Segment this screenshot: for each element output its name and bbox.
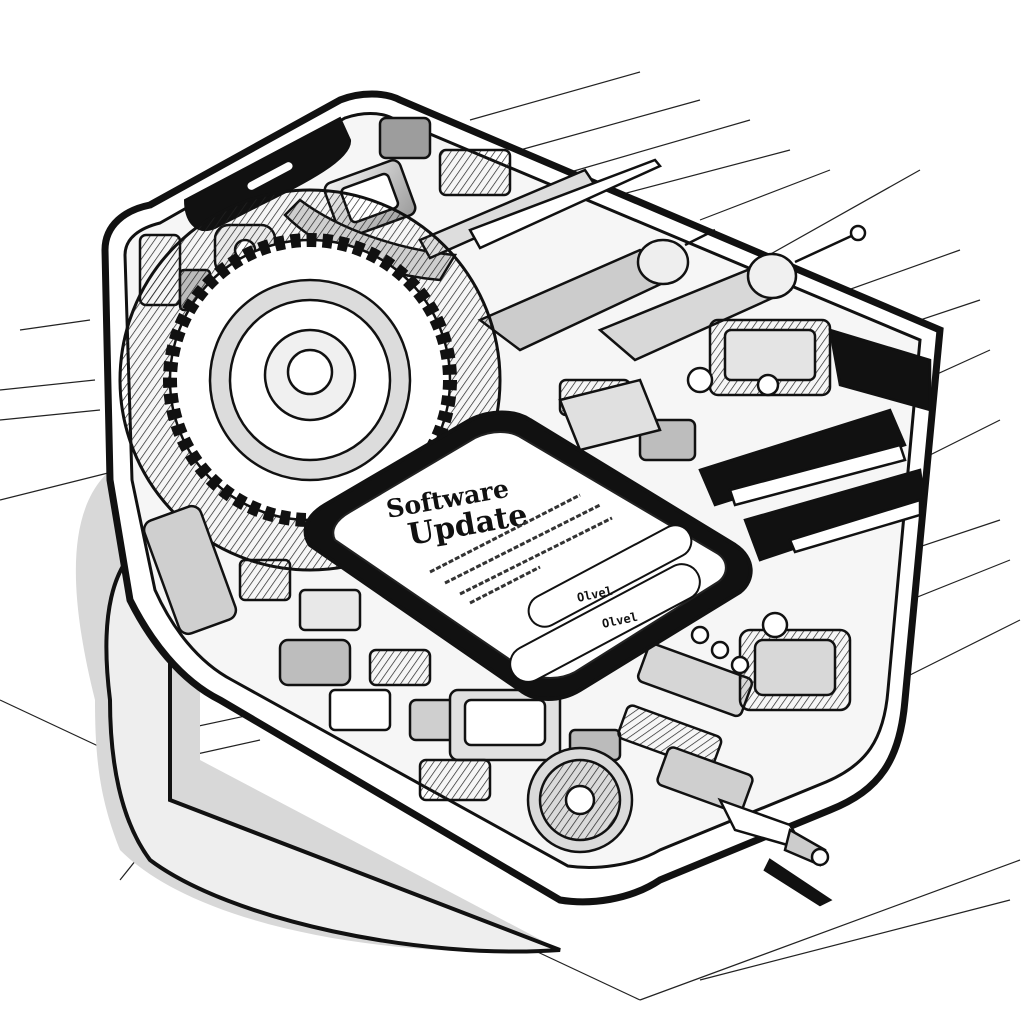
internal-components: [118, 116, 932, 907]
floor-shadow-inner: [104, 538, 561, 954]
dialog-button-lower[interactable]: Olvel: [504, 558, 706, 688]
dialog-body-text: [429, 493, 613, 605]
